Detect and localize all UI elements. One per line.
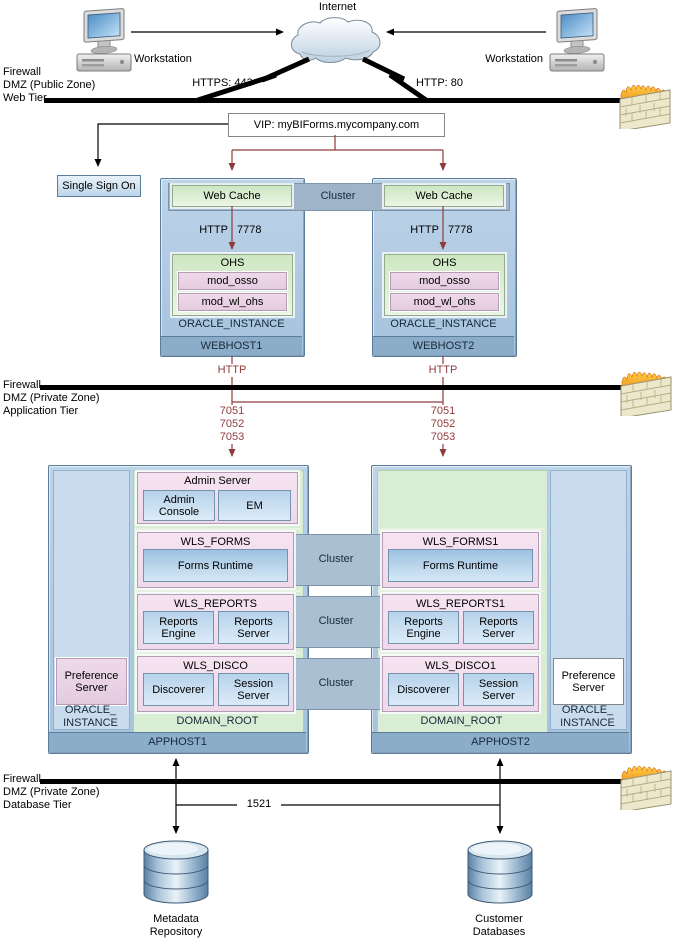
webhost2-mod-osso: mod_osso: [390, 272, 499, 290]
firewall-web-label: Firewall DMZ (Public Zone) Web Tier: [3, 66, 96, 104]
firewall-icon-web: [619, 84, 671, 129]
webhost2-http-label: HTTP: [410, 224, 439, 236]
apphost1-separator: [134, 590, 301, 592]
firewall-icon-app: [620, 371, 672, 416]
metadata-repository-icon: [143, 840, 209, 904]
workstation-label-left: Workstation: [134, 53, 192, 65]
webhost1-name: WEBHOST1: [161, 336, 302, 355]
reports-engine1-box: Reports Engine: [388, 611, 459, 644]
webhost2-ohs-label: OHS: [432, 257, 457, 269]
wls-forms1-label: WLS_FORMS1: [422, 536, 499, 548]
workstation-label-right: Workstation: [485, 53, 543, 65]
webhost2-instance-label: ORACLE_INSTANCE: [390, 318, 497, 330]
apphost1-separator: [134, 652, 301, 654]
webhost1-7778-label: 7778: [237, 224, 262, 236]
wls-disco-label: WLS_DISCO: [183, 660, 248, 672]
apphost2-separator: [378, 590, 545, 592]
wls-reports1-label: WLS_REPORTS1: [415, 598, 506, 610]
webhost1-mod-osso: mod_osso: [178, 272, 287, 290]
webhost1-http-out: HTTP: [207, 364, 257, 377]
firewall-line-app: [40, 385, 622, 390]
firewall-line-db: [40, 779, 622, 784]
wls-forms-label: WLS_FORMS: [180, 536, 251, 548]
apphost1-preference-server: Preference Server: [56, 658, 127, 705]
firewall-icon-db: [620, 765, 672, 810]
apphost2-name: APPHOST2: [372, 732, 629, 752]
webhost1-http-label: HTTP: [199, 224, 228, 236]
session-server1-box: Session Server: [463, 673, 534, 706]
reports-cluster-band: [284, 596, 390, 648]
firewall-db-label: Firewall DMZ (Private Zone) Database Tie…: [3, 773, 100, 811]
vip-box: VIP: myBIForms.mycompany.com: [228, 113, 445, 137]
firewall-app-label: Firewall DMZ (Private Zone) Application …: [3, 379, 100, 417]
session-server-box: Session Server: [218, 673, 289, 706]
workstation-icon-right: [549, 8, 605, 72]
apphost2-preference-server: Preference Server: [553, 658, 624, 705]
apphost2-domain-label: DOMAIN_ROOT: [420, 715, 503, 727]
apphost1-name: APPHOST1: [49, 732, 306, 752]
https-port-label: HTTPS: 443: [192, 77, 253, 89]
forms-runtime1-box: Forms Runtime: [388, 549, 533, 582]
workstation-icon-left: [76, 8, 132, 72]
webhost2-name: WEBHOST2: [373, 336, 514, 355]
admin-console-box: Admin Console: [143, 490, 215, 521]
webhost1-ports-out: 7051 7052 7053: [210, 405, 254, 444]
customer-databases-label: Customer Databases: [472, 913, 526, 938]
reports-server1-box: Reports Server: [463, 611, 534, 644]
sso-box: Single Sign On: [57, 175, 141, 197]
customer-databases-icon: [467, 840, 533, 904]
internet-cloud-icon: [291, 17, 381, 63]
webhost2-mod-wl-ohs: mod_wl_ohs: [390, 293, 499, 311]
webhost1-web-cache: Web Cache: [172, 185, 292, 207]
apphost1-instance-label: ORACLE_ INSTANCE: [63, 704, 118, 729]
firewall-line-web: [44, 98, 622, 103]
apphost2-separator: [378, 528, 545, 530]
apphost2-separator: [378, 652, 545, 654]
db-port-label: 1521: [237, 798, 281, 811]
reports-engine-box: Reports Engine: [143, 611, 214, 644]
reports-cluster-label: Cluster: [318, 615, 354, 627]
discoverer1-box: Discoverer: [388, 673, 459, 706]
webhost1-instance-label: ORACLE_INSTANCE: [178, 318, 285, 330]
em-box: EM: [218, 490, 291, 521]
discoverer-box: Discoverer: [143, 673, 214, 706]
apphost1-separator: [134, 528, 301, 530]
webhost2-web-cache: Web Cache: [384, 185, 504, 207]
forms-cluster-label: Cluster: [318, 553, 354, 565]
disco-cluster-label: Cluster: [318, 677, 354, 689]
webhost2-http-out: HTTP: [418, 364, 468, 377]
http-port-label: HTTP: 80: [415, 77, 464, 89]
reports-server-box: Reports Server: [218, 611, 289, 644]
vip-to-sso-arrow: [94, 123, 228, 167]
webhost2-ports-out: 7051 7052 7053: [421, 405, 465, 444]
webhost2-7778-label: 7778: [448, 224, 473, 236]
web-cluster-label: Cluster: [320, 190, 356, 202]
apphost2-instance-label: ORACLE_ INSTANCE: [560, 704, 615, 729]
admin-server-label: Admin Server: [184, 475, 251, 487]
wls-disco1-label: WLS_DISCO1: [425, 660, 496, 672]
metadata-repository-label: Metadata Repository: [149, 913, 203, 938]
wls-reports-label: WLS_REPORTS: [174, 598, 257, 610]
internet-label: Internet: [318, 1, 357, 13]
disco-cluster-band: [284, 658, 390, 710]
apphost1-domain-label: DOMAIN_ROOT: [176, 715, 259, 727]
forms-runtime-box: Forms Runtime: [143, 549, 288, 582]
webhost1-ohs-label: OHS: [220, 257, 245, 269]
webhost1-mod-wl-ohs: mod_wl_ohs: [178, 293, 287, 311]
